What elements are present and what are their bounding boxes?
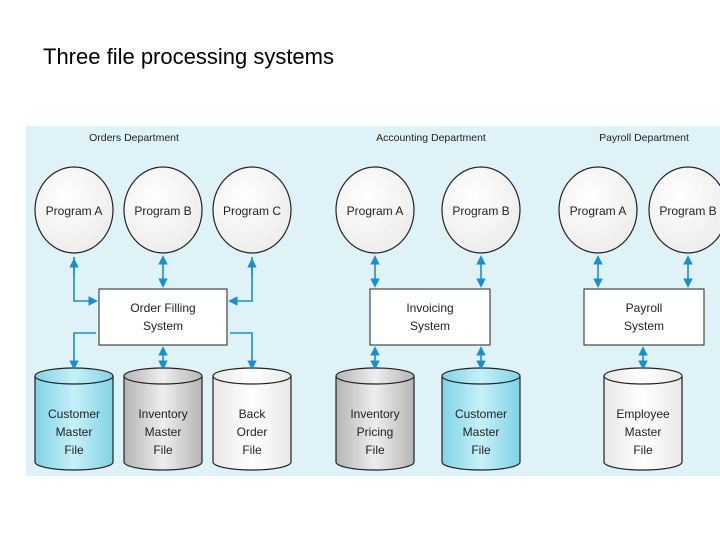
connector-arrow bbox=[73, 257, 98, 306]
system-label: System bbox=[624, 319, 664, 333]
program-label: Program A bbox=[46, 204, 103, 218]
system-label: System bbox=[143, 319, 183, 333]
system-label: Invoicing bbox=[406, 301, 453, 315]
program-oval bbox=[335, 166, 415, 254]
file-label: Inventory bbox=[138, 407, 187, 421]
program-label: Program B bbox=[134, 204, 191, 218]
file-label: Master bbox=[145, 425, 182, 439]
file-body bbox=[212, 376, 292, 471]
file-label: File bbox=[242, 443, 262, 457]
system-label: System bbox=[410, 319, 450, 333]
file-label: Customer bbox=[48, 407, 100, 421]
file-top bbox=[335, 367, 415, 385]
system-box bbox=[583, 288, 705, 346]
file-label: Back bbox=[239, 407, 267, 421]
file-top bbox=[603, 367, 683, 385]
file-top bbox=[441, 367, 521, 385]
system-label: Order Filling bbox=[130, 301, 195, 315]
program-oval bbox=[558, 166, 638, 254]
connector-arrow bbox=[228, 257, 253, 306]
program-label: Program C bbox=[223, 204, 281, 218]
file-label: File bbox=[471, 443, 491, 457]
file-label: Master bbox=[56, 425, 93, 439]
connector-arrow bbox=[69, 332, 96, 370]
slide-title: Three file processing systems bbox=[43, 44, 334, 69]
file-label: Employee bbox=[616, 407, 670, 421]
system-box bbox=[369, 288, 491, 346]
file-label: File bbox=[64, 443, 84, 457]
program-label: Program B bbox=[659, 204, 716, 218]
file-label: Inventory bbox=[350, 407, 399, 421]
file-top bbox=[212, 367, 292, 385]
program-label: Program B bbox=[452, 204, 509, 218]
file-label: Customer bbox=[455, 407, 507, 421]
file-label: Order bbox=[237, 425, 268, 439]
system-label: Payroll bbox=[626, 301, 663, 315]
department-label: Orders Department bbox=[89, 132, 179, 144]
file-label: Master bbox=[625, 425, 662, 439]
department-label: Payroll Department bbox=[599, 132, 689, 144]
file-label: File bbox=[153, 443, 173, 457]
program-oval bbox=[123, 166, 203, 254]
file-label: Pricing bbox=[357, 425, 394, 439]
department-label: Accounting Department bbox=[376, 132, 486, 144]
file-body bbox=[603, 376, 683, 471]
file-body bbox=[34, 376, 114, 471]
file-label: File bbox=[633, 443, 653, 457]
file-body bbox=[335, 376, 415, 471]
file-body bbox=[441, 376, 521, 471]
system-box bbox=[98, 288, 228, 346]
program-oval bbox=[212, 166, 292, 254]
program-label: Program A bbox=[570, 204, 627, 218]
program-label: Program A bbox=[347, 204, 404, 218]
file-label: File bbox=[365, 443, 385, 457]
file-top bbox=[123, 367, 203, 385]
file-label: Master bbox=[463, 425, 500, 439]
file-top bbox=[34, 367, 114, 385]
program-oval bbox=[34, 166, 114, 254]
program-oval bbox=[648, 166, 720, 254]
connector-arrow bbox=[230, 332, 257, 370]
program-oval bbox=[441, 166, 521, 254]
file-body bbox=[123, 376, 203, 471]
